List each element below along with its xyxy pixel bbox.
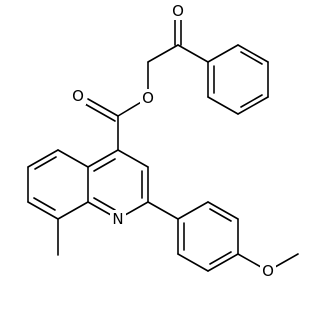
phenyl-bond-4 <box>237 96 269 115</box>
ester-oxygen-atom: O <box>140 89 156 107</box>
quinoline-inner-bond-2 <box>93 197 116 211</box>
benzo-inner-bond-2 <box>33 197 56 211</box>
ketone-to-methylene-bond <box>147 44 179 63</box>
phenyl-bond-5 <box>207 96 239 115</box>
ring-nitrogen-label: N <box>112 210 123 228</box>
aryl-bond-1 <box>177 201 209 220</box>
aryl-bond-5 <box>177 253 209 272</box>
atom-label-layer: O O O N O <box>70 2 276 280</box>
aryl-inner-bond-1 <box>209 208 232 222</box>
aryl-bond-4 <box>207 253 239 272</box>
aryl-bond-2 <box>207 201 239 220</box>
quinoline-inner-bond-3 <box>93 158 116 172</box>
quinoline-c4-c3-bond <box>117 149 149 168</box>
benzo-inner-bond-1 <box>34 156 57 170</box>
benzo-c8-c8a-bond <box>57 201 89 220</box>
ketone-oxygen-atom: O <box>170 2 186 20</box>
bond-layer <box>27 16 299 272</box>
ester-carbonyl-bond <box>87 98 119 117</box>
benzo-c5-c6-bond <box>27 149 59 168</box>
ester-oxygen-label: O <box>142 89 154 107</box>
phenyl-inner-bond-1 <box>240 51 263 65</box>
benzo-c4a-c5-bond <box>57 149 89 168</box>
ketone-oxygen-label: O <box>172 2 184 20</box>
benzo-c7-c8-bond <box>27 201 59 220</box>
carbonyl-oxygen-label: O <box>72 87 84 105</box>
phenyl-inner-bond-2 <box>240 94 263 108</box>
aryl-inner-bond-2 <box>209 251 232 265</box>
quinoline-c4a-c4-bond <box>87 149 119 168</box>
ring-nitrogen-atom: N <box>110 210 126 228</box>
methoxy-oxygen-label: O <box>262 262 274 280</box>
quinoline-to-aryl-bond <box>147 201 179 220</box>
ester-carbonyl-bond-second <box>84 103 116 122</box>
phenyl-bond-2 <box>237 44 269 63</box>
carbonyl-oxygen-atom: O <box>70 87 86 105</box>
methoxy-oxygen-atom: O <box>260 262 276 280</box>
phenyl-bond-1 <box>207 44 239 63</box>
ketone-to-phenyl-bond <box>177 44 209 63</box>
